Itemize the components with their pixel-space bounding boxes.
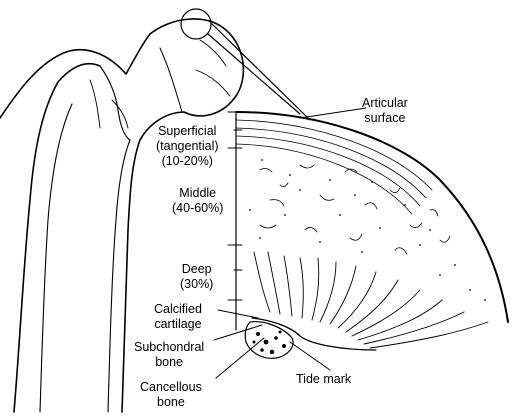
label-calcified-cartilage: Calcified cartilage (154, 302, 202, 332)
label-cancellous-bone: Cancellous bone (140, 380, 202, 410)
label-articular-surface: Articular surface (362, 96, 408, 126)
stippling (249, 159, 486, 354)
magnifier-indicator (181, 9, 310, 120)
label-tide-mark: Tide mark (296, 372, 351, 387)
label-middle-zone: Middle (40-60%) (172, 186, 223, 216)
label-superficial-zone: Superficial (tangential) (10-20%) (156, 124, 219, 169)
label-subchondral-bone: Subchondral bone (134, 340, 204, 370)
label-deep-zone: Deep (30%) (180, 262, 213, 292)
cartilage-section (214, 108, 508, 378)
